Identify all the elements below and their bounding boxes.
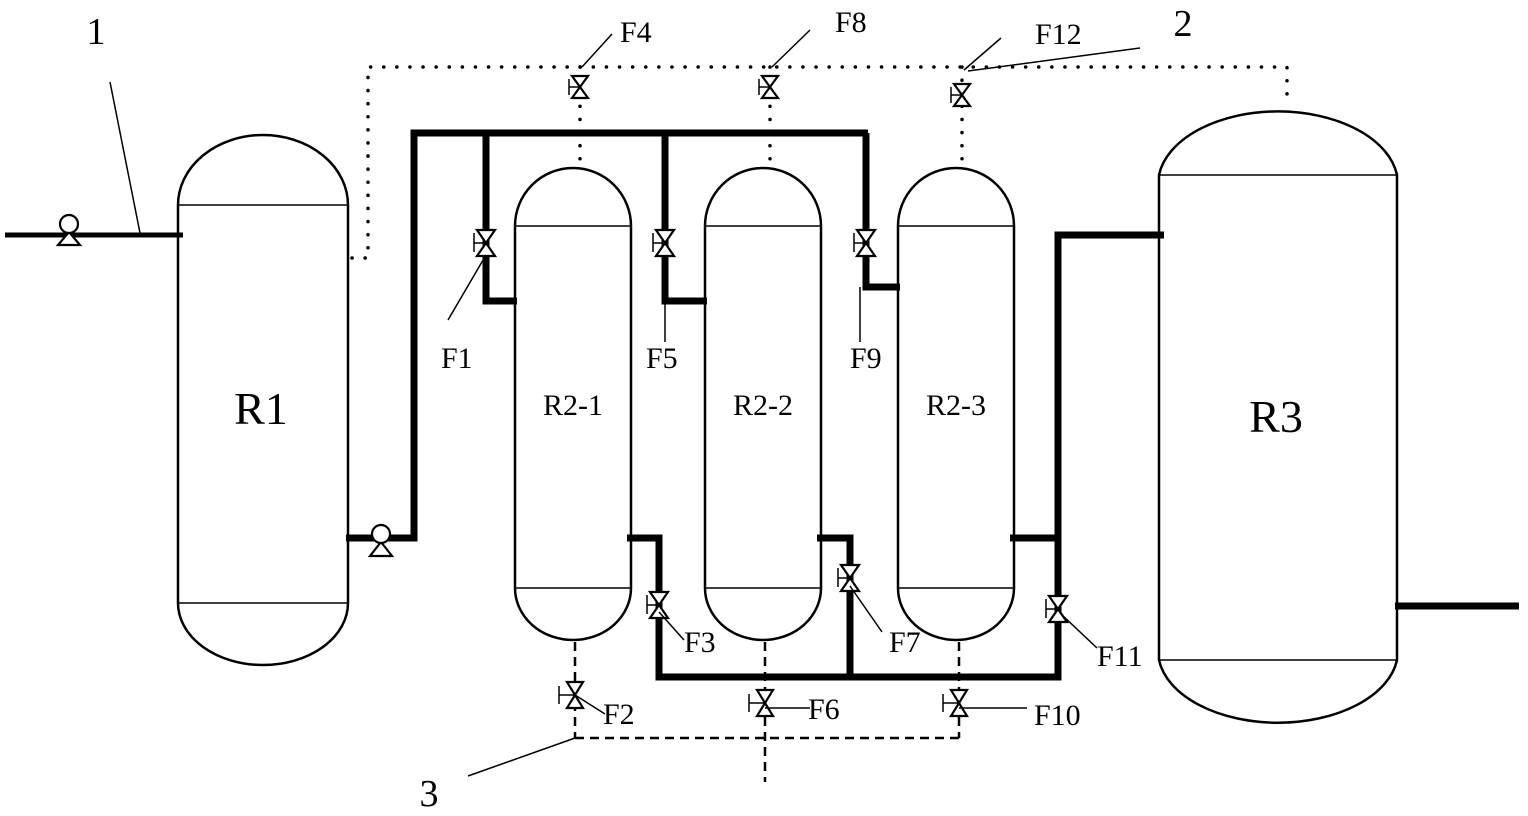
vessel-label-r2-1: R2-1 [543, 389, 603, 422]
valve-label-f12: F12 [1035, 18, 1082, 51]
feed-pump-icon [55, 213, 83, 247]
valve-label-f8: F8 [835, 6, 867, 39]
valve-f5-icon [652, 228, 677, 258]
vessel-r2-3 [896, 166, 1016, 642]
valve-f11-icon [1045, 594, 1070, 624]
vessel-label-r3: R3 [1249, 391, 1303, 442]
valve-label-f10: F10 [1034, 699, 1081, 732]
valve-f7-icon [837, 563, 862, 593]
leader-lines [109, 29, 1141, 777]
callout-3: 3 [420, 773, 439, 815]
valve-label-f9: F9 [850, 342, 882, 375]
valve-f8-icon [758, 74, 781, 100]
transfer-pump-icon [367, 523, 395, 558]
valve-label-f11: F11 [1097, 640, 1143, 673]
valve-label-f3: F3 [684, 626, 716, 659]
vessel-r1 [176, 133, 350, 667]
vessel-r3 [1157, 110, 1399, 724]
valve-label-f2: F2 [603, 698, 635, 731]
valve-f4-icon [568, 74, 591, 100]
vessel-r2-2 [703, 166, 823, 642]
valve-f10-icon [942, 688, 969, 718]
valve-f1-icon [473, 228, 498, 258]
vessel-label-r2-3: R2-3 [926, 389, 986, 422]
valve-f12-icon [950, 82, 973, 108]
valve-f2-icon [558, 680, 585, 710]
valve-label-f5: F5 [646, 342, 678, 375]
valve-label-f6: F6 [808, 693, 840, 726]
vessel-label-r2-2: R2-2 [733, 389, 793, 422]
valve-f3-icon [646, 590, 671, 620]
callout-2: 2 [1174, 3, 1193, 45]
valve-label-f7: F7 [889, 626, 921, 659]
valve-label-f4: F4 [620, 16, 652, 49]
vessel-r2-1 [513, 166, 633, 642]
valve-f9-icon [853, 228, 878, 258]
vessel-label-r1: R1 [234, 383, 288, 434]
dotted-gas-line [350, 65, 1289, 260]
valve-label-f1: F1 [441, 342, 473, 375]
callout-1: 1 [87, 11, 106, 53]
valve-f6-icon [748, 688, 775, 718]
